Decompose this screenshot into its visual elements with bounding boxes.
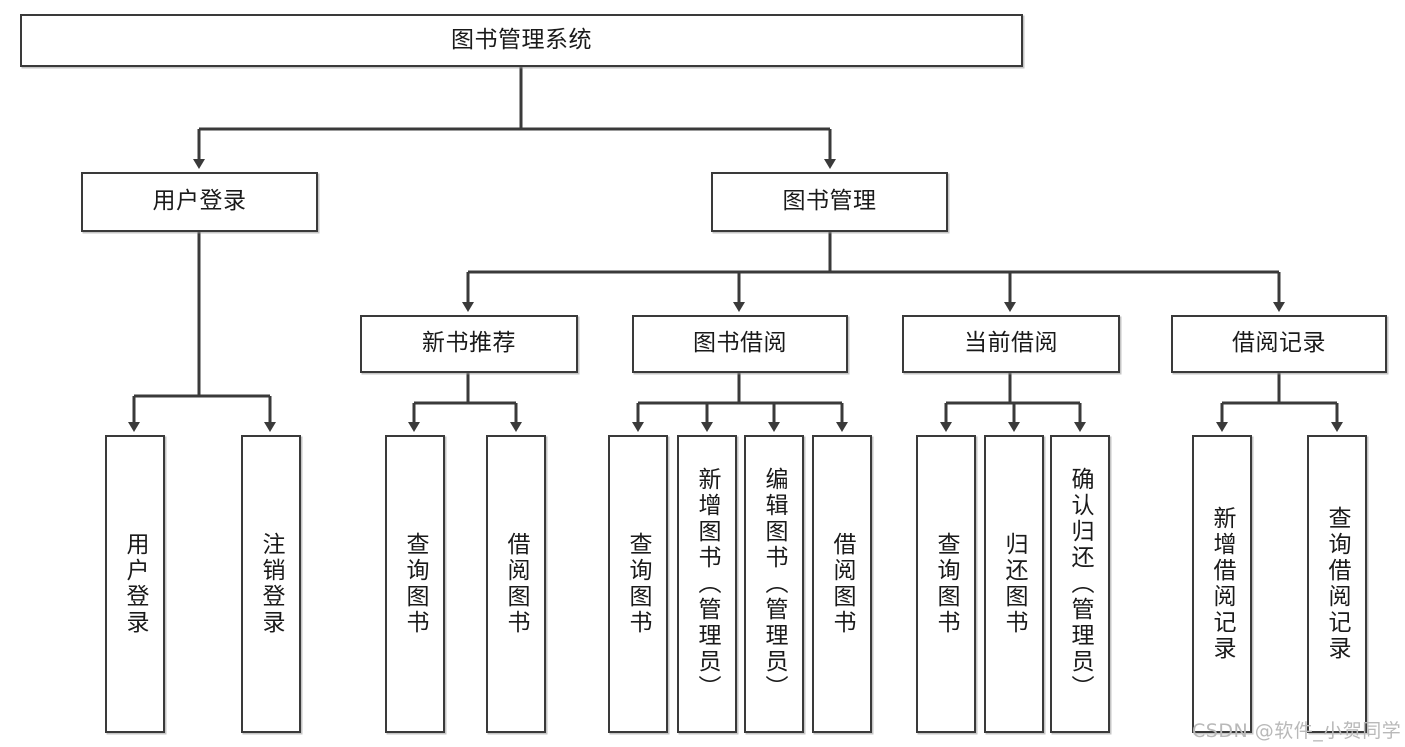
node-label: 查询图书	[933, 532, 960, 636]
csdn-watermark: CSDN @软件_小贺同学	[1192, 720, 1402, 742]
node-label: 新增图书（管理员）	[694, 467, 721, 701]
node-label: 确认归还（管理员）	[1067, 467, 1094, 701]
leaf-add-book[interactable]: 新增图书（管理员）	[677, 435, 737, 733]
node-label: 新增借阅记录	[1209, 506, 1236, 662]
node-book-manage[interactable]: 图书管理	[711, 172, 948, 232]
node-label: 注销登录	[258, 532, 285, 636]
node-label: 查询图书	[625, 532, 652, 636]
leaf-query-record[interactable]: 查询借阅记录	[1307, 435, 1367, 733]
node-label: 查询图书	[402, 532, 429, 636]
node-label: 借阅记录	[1232, 330, 1326, 357]
node-current-borrow[interactable]: 当前借阅	[902, 315, 1120, 373]
node-borrow-record[interactable]: 借阅记录	[1171, 315, 1387, 373]
node-label: 查询借阅记录	[1324, 506, 1351, 662]
node-new-book-recommend[interactable]: 新书推荐	[360, 315, 578, 373]
leaf-borrow-book-2[interactable]: 借阅图书	[812, 435, 872, 733]
node-label: 图书管理	[782, 188, 877, 215]
leaf-confirm-return[interactable]: 确认归还（管理员）	[1050, 435, 1110, 733]
node-label: 编辑图书（管理员）	[761, 467, 788, 701]
leaf-query-book-1[interactable]: 查询图书	[385, 435, 445, 733]
leaf-query-book-2[interactable]: 查询图书	[608, 435, 668, 733]
leaf-query-book-3[interactable]: 查询图书	[916, 435, 976, 733]
leaf-borrow-book-1[interactable]: 借阅图书	[486, 435, 546, 733]
node-label: 用户登录	[122, 532, 149, 636]
node-root-system[interactable]: 图书管理系统	[20, 14, 1023, 67]
node-label: 当前借阅	[964, 330, 1058, 357]
node-label: 图书借阅	[693, 330, 787, 357]
leaf-return-book[interactable]: 归还图书	[984, 435, 1044, 733]
node-book-borrow[interactable]: 图书借阅	[632, 315, 848, 373]
node-label: 借阅图书	[503, 532, 530, 636]
node-label: 借阅图书	[829, 532, 856, 636]
node-label: 归还图书	[1001, 532, 1028, 636]
leaf-edit-book[interactable]: 编辑图书（管理员）	[744, 435, 804, 733]
node-label: 图书管理系统	[451, 26, 592, 53]
leaf-user-login[interactable]: 用户登录	[105, 435, 165, 733]
node-label: 新书推荐	[422, 330, 516, 357]
leaf-add-record[interactable]: 新增借阅记录	[1192, 435, 1252, 733]
leaf-logout[interactable]: 注销登录	[241, 435, 301, 733]
node-user-login[interactable]: 用户登录	[81, 172, 318, 232]
node-label: 用户登录	[152, 188, 247, 215]
